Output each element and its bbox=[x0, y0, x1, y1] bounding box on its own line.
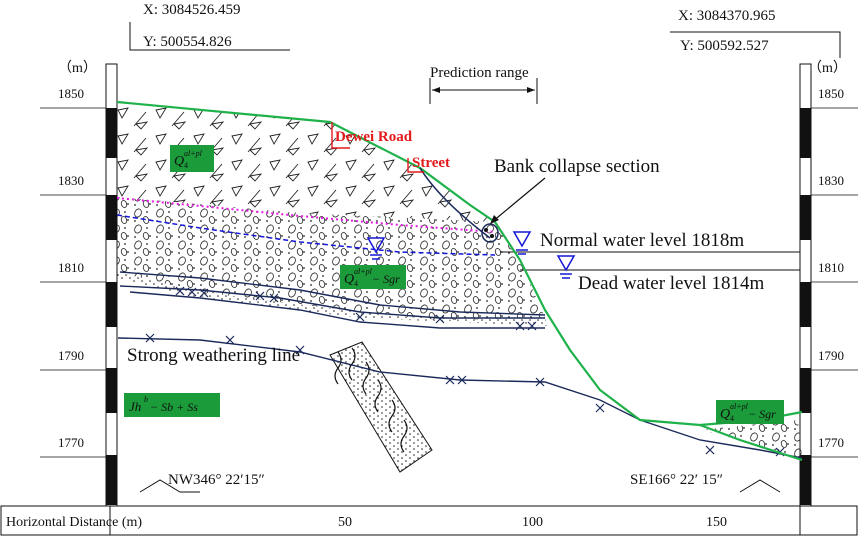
svg-text:− Sgr: − Sgr bbox=[372, 272, 400, 286]
svg-text:4: 4 bbox=[354, 279, 358, 288]
distance-tick-100: 100 bbox=[522, 515, 543, 530]
left-elev-1810: 1810 bbox=[58, 260, 84, 275]
blue-dashed-line bbox=[116, 214, 496, 256]
stratum-boundaries bbox=[117, 271, 803, 459]
left-coordinate-bracket bbox=[129, 22, 290, 51]
stratum-label-q4-middle: Q 4 al+pl − Sgr bbox=[340, 265, 406, 289]
svg-text:− Sgr: − Sgr bbox=[748, 407, 776, 421]
left-unit-label: （m） bbox=[58, 60, 97, 76]
right-elev-1830: 1830 bbox=[818, 173, 844, 188]
right-x-coordinate: X: 3084370.965 bbox=[678, 8, 776, 24]
magenta-dotted-line bbox=[116, 197, 496, 233]
breccia-layer bbox=[117, 102, 495, 222]
road-label-line1: Dewei Road bbox=[335, 129, 413, 145]
left-y-coordinate: Y: 500554.826 bbox=[143, 34, 232, 50]
right-y-coordinate: Y: 500592.527 bbox=[680, 38, 769, 54]
distance-tick-150: 150 bbox=[706, 515, 727, 530]
bank-collapse-label: Bank collapse section bbox=[494, 156, 660, 177]
nw-bearing-label: NW346° 22′15″ bbox=[168, 472, 265, 488]
weathering-line-label: Strong weathering line bbox=[127, 345, 300, 366]
right-elev-1850: 1850 bbox=[818, 86, 844, 101]
right-elev-1770: 1770 bbox=[818, 435, 844, 450]
horizontal-distance-axis bbox=[0, 505, 858, 536]
distance-tick-50: 50 bbox=[338, 515, 352, 530]
horizontal-distance-label: Horizontal Distance (m) bbox=[6, 515, 142, 530]
nw-bearing-triangle bbox=[139, 479, 200, 493]
lower-ground-green bbox=[699, 423, 803, 462]
bank-collapse-arrowhead bbox=[490, 215, 499, 224]
left-elev-1790: 1790 bbox=[58, 348, 84, 363]
svg-text:Q: Q bbox=[344, 272, 354, 287]
right-unit-label: （m） bbox=[808, 60, 847, 76]
svg-text:al+pl: al+pl bbox=[354, 267, 373, 276]
se-bearing-label: SE166° 22′ 15″ bbox=[630, 472, 723, 488]
right-elev-1810: 1810 bbox=[818, 260, 844, 275]
left-elevation-scale bbox=[105, 63, 118, 507]
right-coordinate-bracket bbox=[670, 31, 841, 58]
road-outline-lower bbox=[407, 158, 424, 173]
stratum-label-q4-upper: Q 4 al+pl bbox=[170, 145, 214, 172]
road-label-line2: Street bbox=[412, 155, 450, 171]
svg-text:4: 4 bbox=[184, 161, 188, 170]
right-elev-1790: 1790 bbox=[818, 348, 844, 363]
weathering-markers bbox=[145, 286, 785, 457]
dead-water-label: Dead water level 1814m bbox=[578, 273, 764, 294]
road-outline bbox=[331, 122, 350, 149]
svg-text:Q: Q bbox=[174, 154, 184, 169]
left-elev-1770: 1770 bbox=[58, 435, 84, 450]
svg-text:− Sb + Ss: − Sb + Ss bbox=[150, 400, 198, 414]
stratum-label-q4-right: Q 4 al+pl − Sgr bbox=[716, 400, 784, 424]
left-elev-1850: 1850 bbox=[58, 86, 84, 101]
svg-text:Jh: Jh bbox=[129, 399, 141, 414]
elevation-gridlines bbox=[40, 107, 858, 458]
se-bearing-triangle bbox=[739, 479, 781, 493]
svg-text:al+pl: al+pl bbox=[184, 149, 203, 158]
stratum-label-jh: Jh b − Sb + Ss bbox=[124, 393, 220, 417]
left-elev-1830: 1830 bbox=[58, 173, 84, 188]
svg-text:Q: Q bbox=[720, 407, 730, 422]
normal-water-label: Normal water level 1818m bbox=[540, 230, 744, 251]
right-deposit bbox=[700, 420, 802, 458]
right-elevation-scale bbox=[799, 63, 812, 507]
gravel-layer bbox=[117, 197, 545, 320]
bank-collapse-leader bbox=[491, 177, 546, 223]
svg-text:b: b bbox=[144, 395, 148, 404]
prediction-range-label: Prediction range bbox=[430, 65, 529, 81]
sand-layer bbox=[117, 272, 548, 326]
svg-text:al+pl: al+pl bbox=[730, 402, 749, 411]
water-level-icon bbox=[366, 231, 576, 279]
left-x-coordinate: X: 3084526.459 bbox=[143, 2, 241, 18]
collapse-slip-curve bbox=[419, 167, 491, 239]
dike-intrusion bbox=[329, 341, 433, 473]
svg-text:4: 4 bbox=[730, 414, 734, 423]
